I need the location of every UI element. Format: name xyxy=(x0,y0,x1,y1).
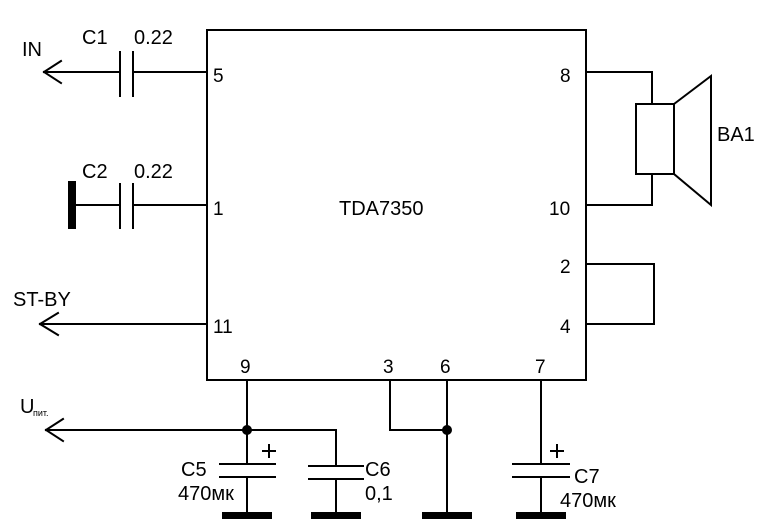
c2-ref: C2 xyxy=(82,161,108,183)
c2-value: 0.22 xyxy=(134,161,173,183)
c1-value: 0.22 xyxy=(134,27,173,49)
c7-plus-sign xyxy=(550,444,564,458)
pin3-wire xyxy=(389,379,448,431)
c7-ground-bar xyxy=(516,512,566,519)
supply-wire xyxy=(45,429,337,467)
c5-plus-sign xyxy=(262,444,276,458)
pin-7-label: 7 xyxy=(535,357,546,378)
in-arrow xyxy=(42,59,63,85)
pin10-wire xyxy=(585,173,653,206)
supply-arrow xyxy=(44,417,65,443)
in-label: IN xyxy=(22,39,42,61)
speaker-coil xyxy=(635,103,675,175)
c6-ref: C6 xyxy=(365,459,391,481)
supply-label: U xyxy=(20,396,34,418)
c6-ground-bar xyxy=(311,512,361,519)
pin-3-label: 3 xyxy=(383,357,394,378)
c5-ref: C5 xyxy=(181,459,207,481)
pin-4-label: 4 xyxy=(560,317,571,338)
c6-value: 0,1 xyxy=(365,483,393,505)
pin-9-label: 9 xyxy=(240,357,251,378)
pin-2-label: 2 xyxy=(560,257,571,278)
pin-10-label: 10 xyxy=(549,199,570,220)
stby-arrow xyxy=(38,311,60,337)
pin-6-label: 6 xyxy=(440,357,451,378)
c5-ground-bar xyxy=(222,512,272,519)
c7-ref: C7 xyxy=(574,466,600,488)
stby-label: ST-BY xyxy=(13,289,71,311)
pin8-wire xyxy=(585,71,653,105)
bridge-2-4 xyxy=(585,263,655,325)
ic-name: TDA7350 xyxy=(339,198,424,220)
junction-dot xyxy=(442,425,452,435)
c7-value: 470мк xyxy=(560,490,616,512)
speaker-cone xyxy=(673,73,712,208)
pin-11-label: 11 xyxy=(213,317,233,338)
supply-label-sub: пит. xyxy=(33,408,49,418)
c1-ref: C1 xyxy=(82,27,108,49)
c2-ground-bar xyxy=(68,181,76,229)
pin-5-label: 5 xyxy=(213,66,224,87)
junction-dot xyxy=(242,425,252,435)
pin6-ground-bar xyxy=(422,512,472,519)
pin-1-label: 1 xyxy=(213,199,224,220)
c5-value: 470мк xyxy=(178,483,234,505)
speaker-ref: BA1 xyxy=(717,124,755,146)
pin-8-label: 8 xyxy=(560,66,571,87)
